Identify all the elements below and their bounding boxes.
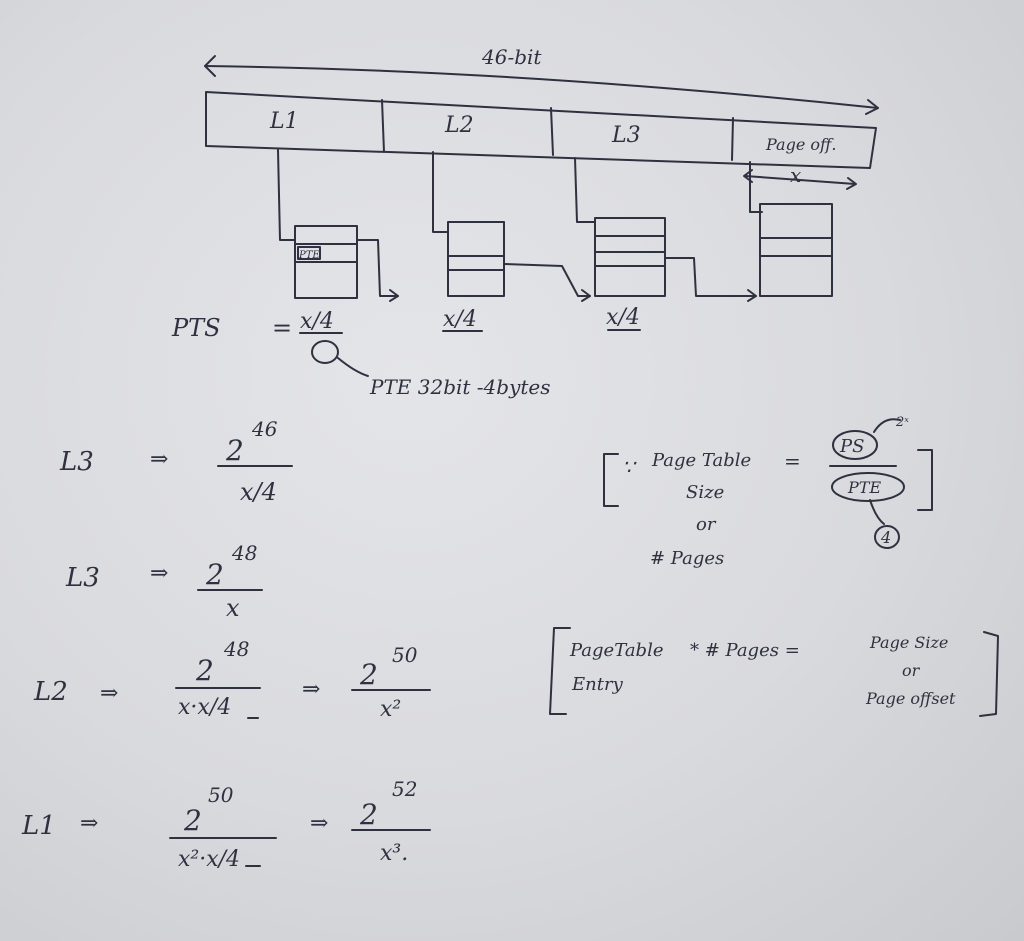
deriv-3-num: 2: [195, 654, 214, 687]
pte-label: PTE: [298, 250, 320, 261]
pte-note: PTE 32bit -4bytes: [369, 375, 551, 399]
field-l2: L2: [444, 113, 474, 138]
note1-num: PS: [839, 436, 864, 457]
bit-width-label: 46-bit: [481, 45, 542, 69]
page-table-l2: [447, 221, 505, 297]
deriv-1-arrow: ⇒: [150, 447, 168, 472]
pts-value-1: x/4: [300, 309, 334, 334]
deriv-3-exp2: 50: [392, 643, 418, 667]
field-l3: L3: [611, 123, 641, 148]
note1-den: PTE: [847, 478, 881, 497]
deriv-2-arrow: ⇒: [150, 561, 168, 586]
pts-value-2: x/4: [443, 307, 477, 332]
note2-line2: Entry: [571, 674, 624, 695]
deriv-1-num: 2: [225, 434, 244, 467]
physical-page: [759, 203, 833, 297]
offset-width-label: x: [790, 163, 801, 187]
deriv-3-arrow2: ⇒: [302, 677, 320, 702]
field-l1: L1: [269, 109, 299, 134]
deriv-1-den: x/4: [240, 478, 277, 506]
note1-line4: # Pages: [650, 548, 724, 569]
deriv-2-exp: 48: [231, 541, 257, 565]
note2-right-or: or: [902, 661, 921, 680]
note1-num-sup: 2ˣ: [895, 415, 909, 430]
deriv-4-lhs: L1: [21, 811, 56, 841]
deriv-2-den: x: [226, 594, 240, 622]
deriv-3-arrow: ⇒: [100, 681, 118, 706]
pts-value-3: x/4: [606, 305, 640, 330]
deriv-3-den2: x²: [380, 697, 401, 722]
pte-entry-box: [297, 246, 321, 260]
note1-or: or: [696, 514, 717, 535]
deriv-4-num2: 2: [359, 798, 378, 831]
deriv-4-num: 2: [183, 804, 202, 837]
note1-den-sub: 4: [880, 528, 891, 547]
page-table-l3: [594, 217, 666, 297]
deriv-4-den2: x³.: [380, 841, 408, 866]
deriv-2-lhs: L3: [65, 563, 100, 593]
deriv-4-den: x²·x/4: [178, 847, 240, 872]
bit-width-arrow: [204, 65, 879, 109]
address-field-box: [205, 91, 877, 169]
deriv-3-lhs: L2: [33, 677, 68, 707]
field-page-offset: Page off.: [765, 135, 836, 154]
deriv-3-exp: 48: [223, 637, 249, 661]
note1-line2: Size: [686, 482, 724, 503]
note1-line1: Page Table: [651, 450, 751, 471]
note2-right1: Page Size: [869, 633, 948, 652]
pts-label: PTS: [171, 314, 221, 342]
note2-right2: Page offset: [865, 689, 956, 708]
note1-therefore: ∵: [622, 455, 637, 479]
deriv-4-arrow: ⇒: [80, 811, 98, 836]
deriv-3-num2: 2: [359, 658, 378, 691]
deriv-1-exp: 46: [251, 417, 278, 441]
deriv-4-exp2: 52: [392, 777, 417, 801]
note2-mid: * # Pages =: [690, 640, 800, 661]
deriv-3-den: x·x/4: [178, 695, 231, 720]
pts-equals: =: [272, 314, 292, 342]
deriv-2-num: 2: [205, 558, 224, 591]
note2-line1: PageTable: [569, 640, 663, 661]
deriv-4-arrow2: ⇒: [310, 811, 328, 836]
deriv-1-lhs: L3: [59, 447, 94, 477]
note1-equals: =: [784, 449, 801, 473]
deriv-4-exp: 50: [208, 783, 234, 807]
